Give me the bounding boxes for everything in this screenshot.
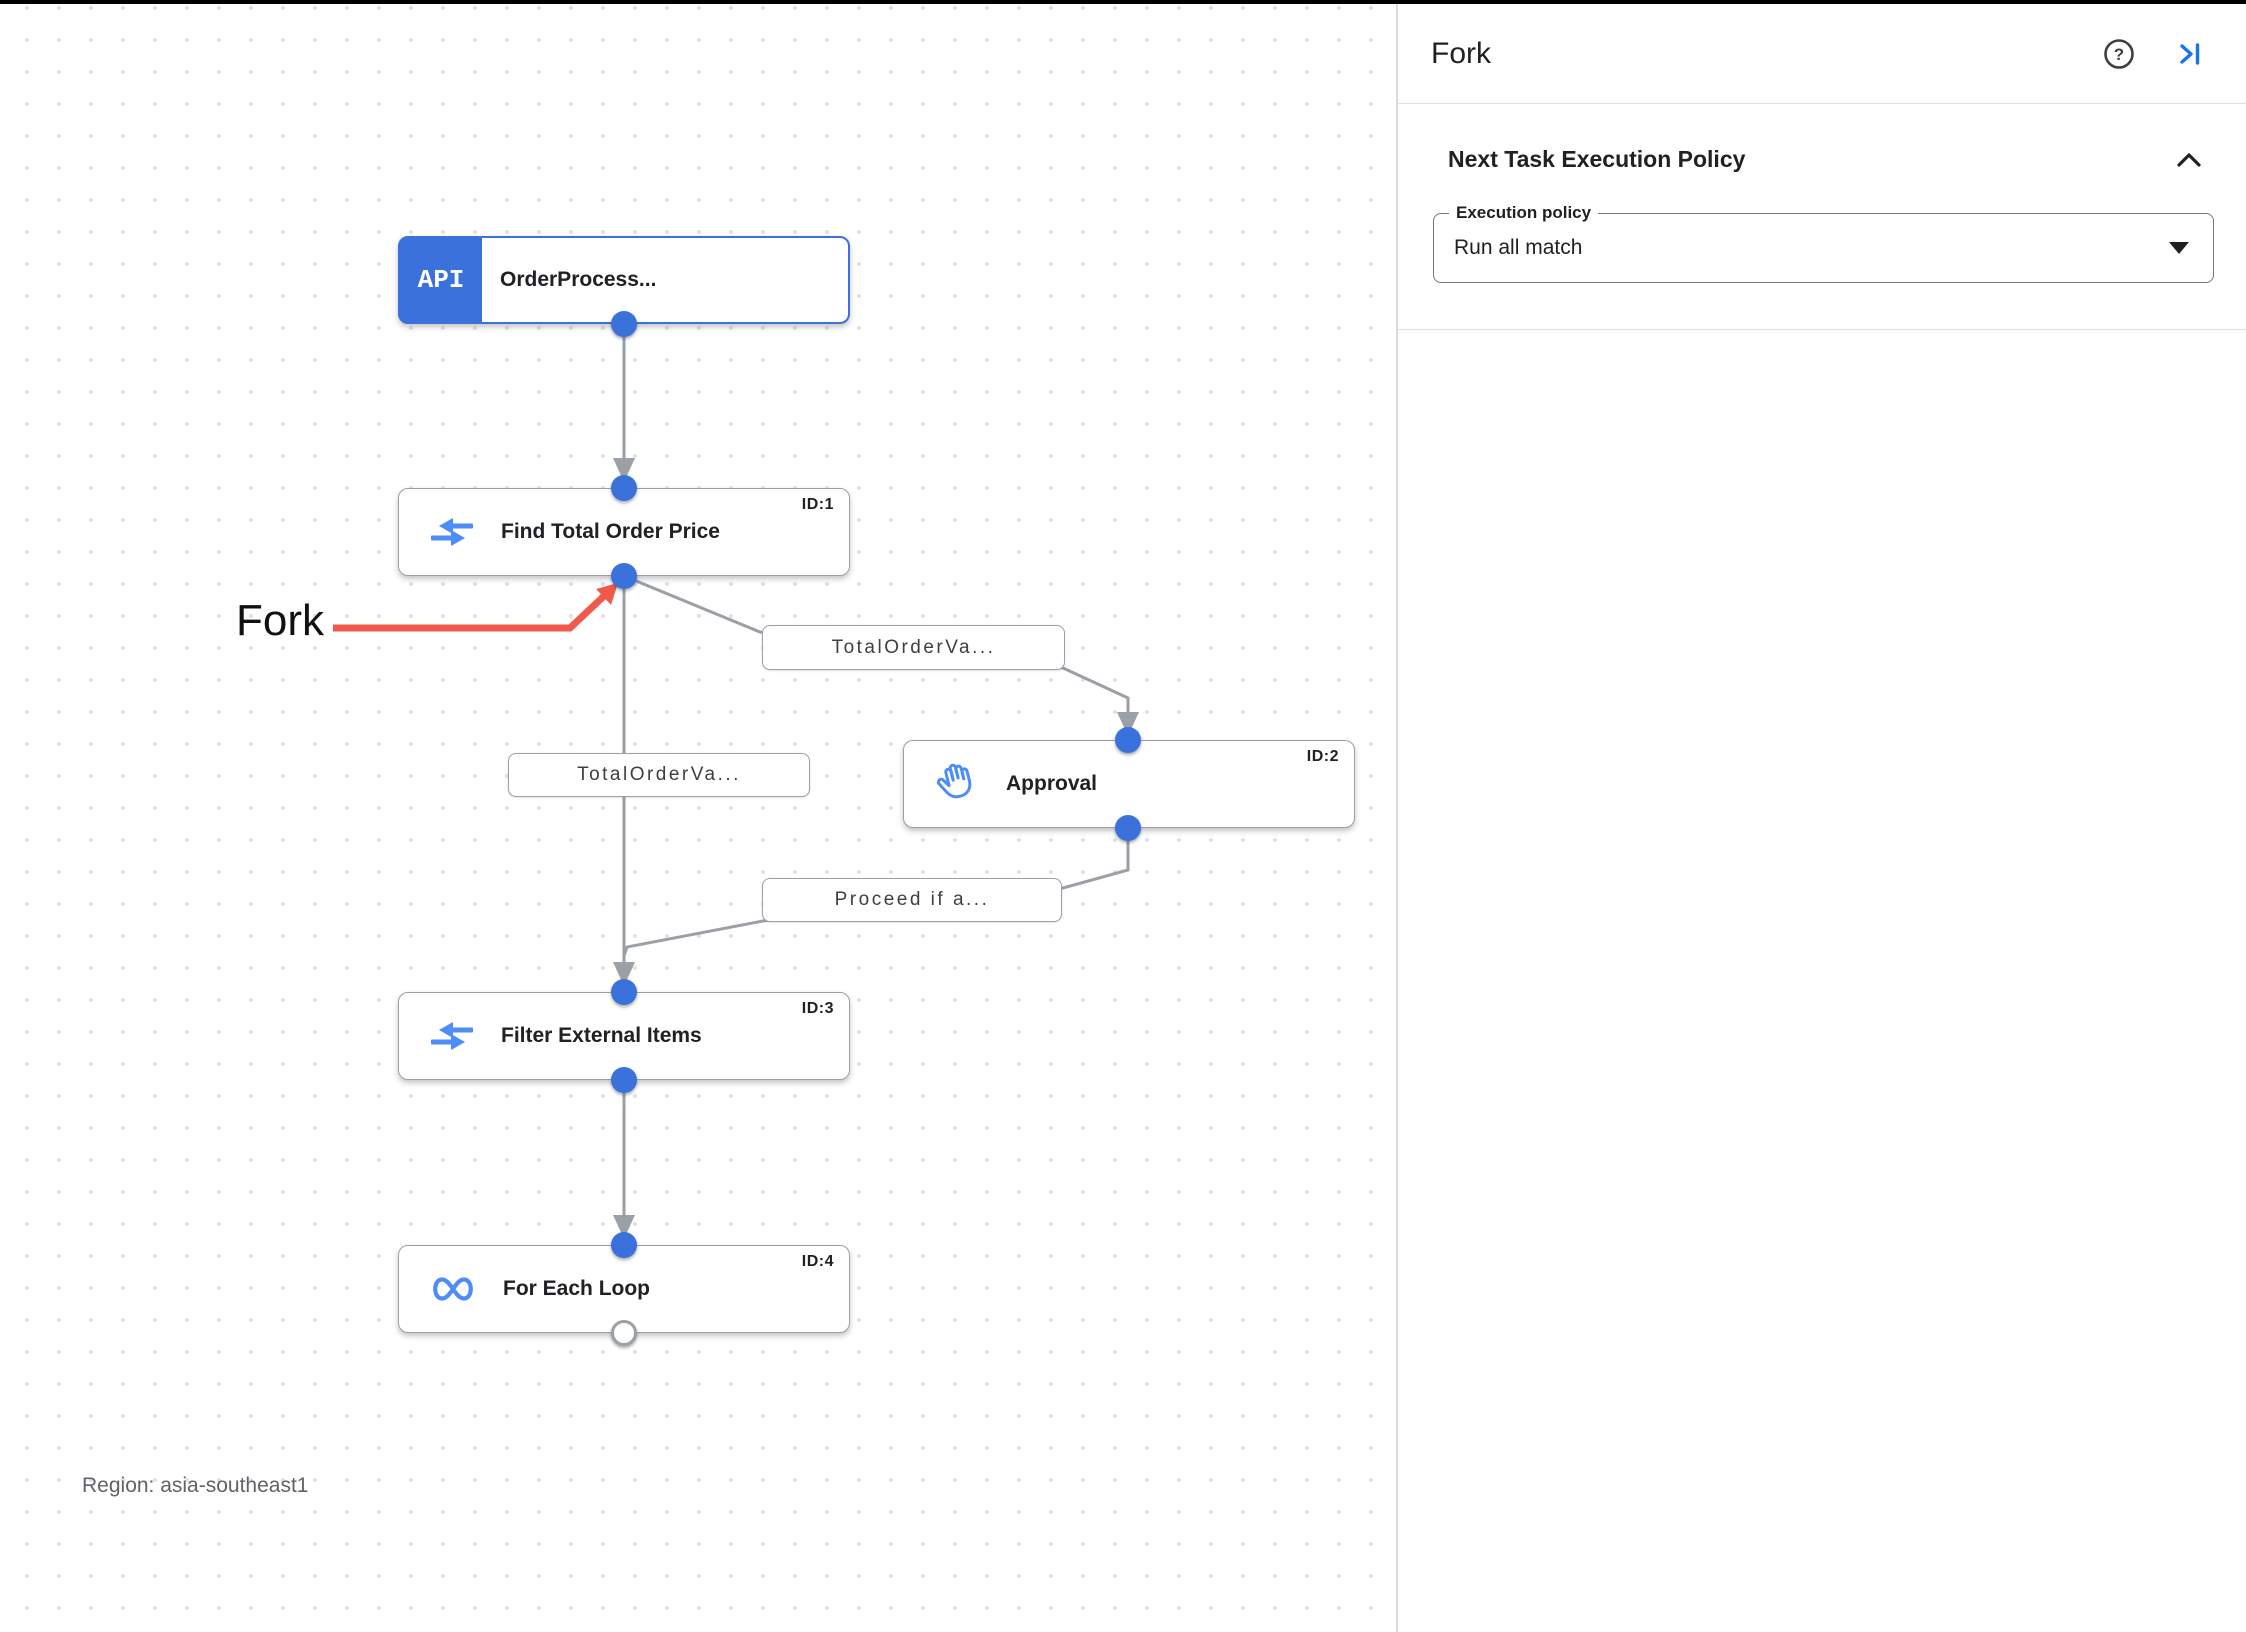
- edge-label-totalordervalue-left[interactable]: TotalOrderVa...: [508, 753, 810, 797]
- region-label: Region: asia-southeast1: [82, 1474, 309, 1497]
- chevron-up-icon[interactable]: [2174, 150, 2204, 170]
- approval-hand-icon: [934, 761, 980, 807]
- port-trigger-out[interactable]: [611, 311, 637, 337]
- node-title: Filter External Items: [501, 1024, 702, 1047]
- panel-header: Fork ?: [1398, 4, 2246, 104]
- node-id-badge: ID:4: [801, 1253, 834, 1270]
- node-filter-external-items[interactable]: ID:3 Filter External Items: [398, 992, 850, 1080]
- port-find-in[interactable]: [611, 475, 637, 501]
- help-circle-icon[interactable]: ?: [2102, 37, 2136, 71]
- window-top-border: [0, 0, 2246, 4]
- node-find-total-order-price[interactable]: ID:1 Find Total Order Price: [398, 488, 850, 576]
- port-foreach-in[interactable]: [611, 1232, 637, 1258]
- svg-text:?: ?: [2114, 45, 2124, 64]
- api-trigger-badge: API: [400, 238, 482, 322]
- node-title: For Each Loop: [503, 1277, 650, 1300]
- keyboard-tab-collapse-icon[interactable]: [2176, 39, 2206, 69]
- port-filter-in[interactable]: [611, 979, 637, 1005]
- next-task-execution-policy-section: Next Task Execution Policy Execution pol…: [1398, 104, 2246, 330]
- execution-policy-select-value: Run all match: [1454, 236, 1583, 259]
- node-orderprocess-trigger[interactable]: API OrderProcess...: [398, 236, 850, 324]
- node-id-badge: ID:3: [801, 1000, 834, 1017]
- data-mapping-icon: [429, 515, 475, 549]
- config-panel: Fork ? Next Task Execution Po: [1398, 4, 2246, 1632]
- node-id-badge: ID:1: [801, 496, 834, 513]
- edge-label-proceed-if-approved[interactable]: Proceed if a...: [762, 878, 1062, 922]
- port-find-out-fork[interactable]: [611, 563, 637, 589]
- workflow-canvas[interactable]: API OrderProcess... ID:1 Find Total Orde…: [0, 0, 1398, 1632]
- execution-policy-select[interactable]: Execution policy Run all match: [1433, 203, 2214, 283]
- port-approval-in[interactable]: [1115, 727, 1141, 753]
- fork-annotation-label: Fork: [236, 596, 324, 645]
- panel-title: Fork: [1431, 36, 1491, 70]
- port-approval-out[interactable]: [1115, 815, 1141, 841]
- for-each-loop-icon: [429, 1276, 477, 1302]
- node-title: Find Total Order Price: [501, 520, 720, 543]
- data-mapping-icon: [429, 1019, 475, 1053]
- section-title: Next Task Execution Policy: [1448, 146, 1746, 172]
- node-approval[interactable]: ID:2 Approval: [903, 740, 1355, 828]
- port-foreach-out-open[interactable]: [611, 1320, 637, 1346]
- dropdown-caret-icon: [2169, 242, 2189, 254]
- fork-annotation-arrow: [333, 583, 618, 632]
- edge-label-totalordervalue-right[interactable]: TotalOrderVa...: [762, 625, 1065, 670]
- port-filter-out[interactable]: [611, 1067, 637, 1093]
- execution-policy-select-label: Execution policy: [1449, 203, 1599, 223]
- node-title: OrderProcess...: [500, 268, 657, 291]
- node-title: Approval: [1006, 772, 1098, 795]
- node-id-badge: ID:2: [1306, 748, 1339, 765]
- section-header[interactable]: Next Task Execution Policy: [1431, 146, 2204, 173]
